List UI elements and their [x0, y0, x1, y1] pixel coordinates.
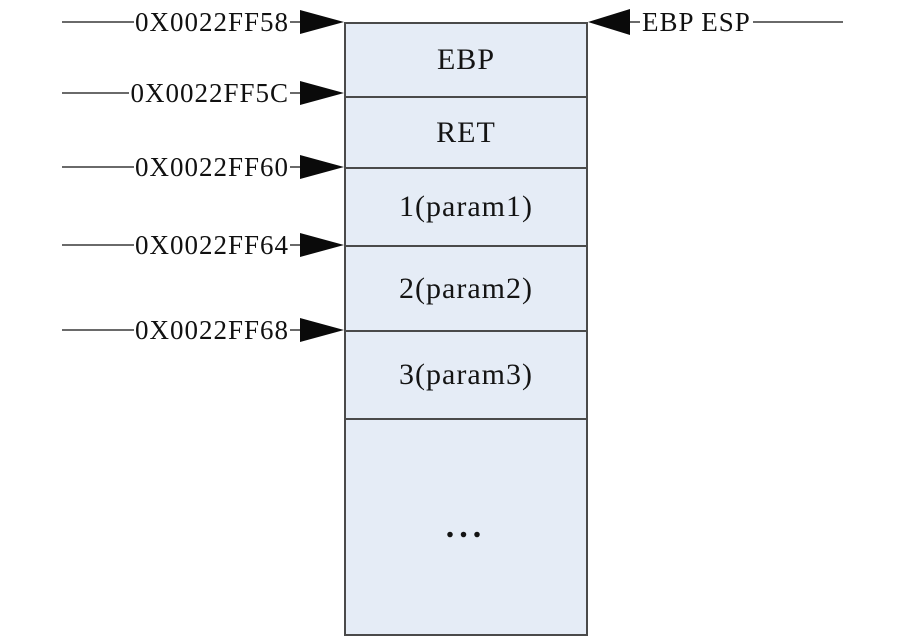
stack-cell-ebp: EBP [346, 24, 586, 98]
address-pointer-0x0022ff5c: 0X0022FF5C [62, 78, 344, 108]
connector-line [62, 244, 134, 246]
connector-line [62, 21, 134, 23]
arrowhead-right-icon [300, 10, 344, 34]
stack-cell-label: 3(param3) [399, 358, 533, 391]
address-label: 0X0022FF5C [130, 78, 289, 108]
arrowhead-right-icon [300, 318, 344, 342]
connector-line [290, 166, 300, 168]
connector-line [290, 329, 300, 331]
stack-cell-ret: RET [346, 98, 586, 169]
connector-line [630, 21, 640, 23]
arrowhead-left-icon [588, 9, 630, 35]
connector-line [290, 244, 300, 246]
address-pointer-0x0022ff64: 0X0022FF64 [62, 230, 344, 260]
stack-cell-param2: 2(param2) [346, 247, 586, 332]
address-label: 0X0022FF64 [134, 230, 289, 260]
stack-cell-label: 1(param1) [399, 190, 533, 223]
connector-line [752, 21, 843, 23]
address-pointer-0x0022ff68: 0X0022FF68 [62, 315, 344, 345]
connector-line [62, 329, 134, 331]
stack-cell-param3: 3(param3) [346, 332, 586, 420]
register-label: EBP ESP [642, 7, 751, 37]
arrowhead-right-icon [300, 81, 344, 105]
address-label: 0X0022FF68 [134, 315, 289, 345]
register-pointer-ebp-esp: EBP ESP [588, 7, 843, 37]
connector-line [62, 166, 134, 168]
stack-cell-ellipsis: ... [346, 420, 586, 634]
stack-cell-label: RET [436, 115, 496, 149]
address-label: 0X0022FF58 [134, 7, 289, 37]
stack-box: EBP RET 1(param1) 2(param2) 3(param3) ..… [344, 22, 588, 636]
arrowhead-right-icon [300, 233, 344, 257]
connector-line [290, 92, 300, 94]
address-pointer-0x0022ff60: 0X0022FF60 [62, 152, 344, 182]
address-label: 0X0022FF60 [134, 152, 289, 182]
stack-cell-label: ... [445, 508, 487, 545]
stack-cell-label: 2(param2) [399, 271, 533, 305]
connector-line [62, 92, 130, 94]
arrowhead-right-icon [300, 155, 344, 179]
connector-line [290, 21, 300, 23]
address-pointer-0x0022ff58: 0X0022FF58 [62, 7, 344, 37]
stack-cell-param1: 1(param1) [346, 169, 586, 247]
stack-cell-label: EBP [436, 43, 496, 76]
